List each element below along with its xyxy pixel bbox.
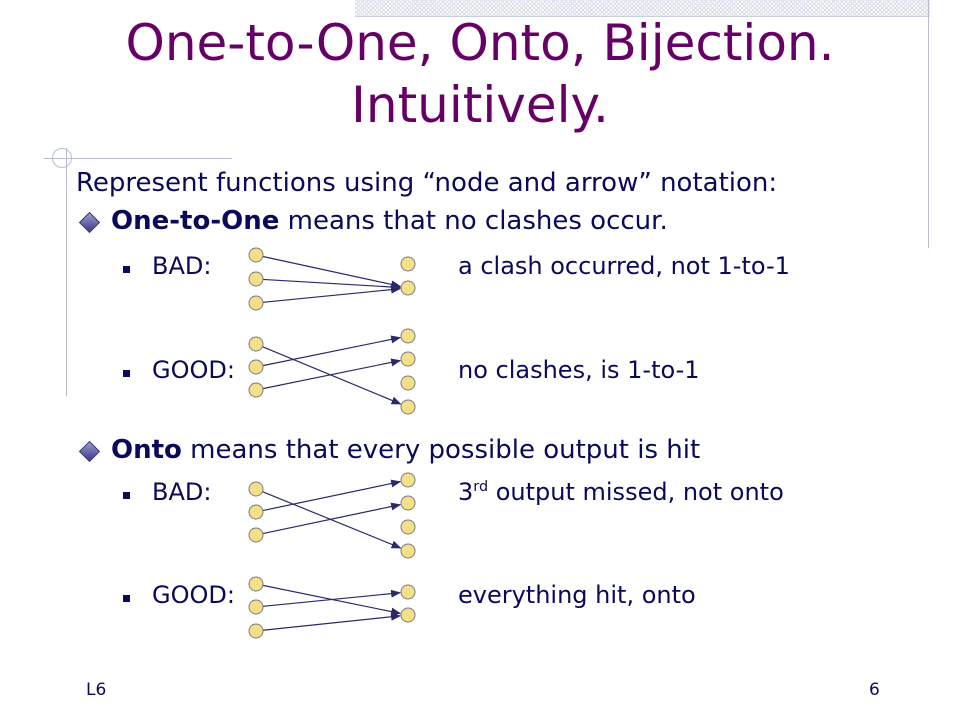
domain-node [248,623,264,639]
caption-ordinal: 3 [458,478,474,506]
domain-node [248,576,264,592]
onto-term: Onto [111,435,182,465]
onto-good-caption: everything hit, onto [458,581,696,609]
codomain-node [400,519,416,535]
one-to-one-bad-label: BAD: [152,252,212,280]
square-bullet-icon [123,370,130,377]
codomain-node [400,472,416,488]
codomain-node [400,495,416,511]
one-to-one-good-caption: no clashes, is 1-to-1 [458,356,700,384]
domain-node [248,271,264,287]
slide-number: 6 [869,680,880,700]
header-decoration [355,0,930,17]
decorative-line [44,158,232,159]
mapping-arrow [262,285,402,303]
caption-ordinal-suffix: rd [473,479,489,495]
onto-bad-diagram [248,472,416,559]
codomain-node [400,607,416,623]
domain-node [248,382,264,398]
mapping-arrow [262,358,402,390]
caption-text: output missed, not onto [488,478,784,506]
domain-node [248,527,264,543]
codomain-node [400,351,416,367]
onto-bad-caption: 3rd output missed, not onto [458,478,784,506]
one-to-one-heading: One-to-One means that no clashes occur. [111,206,668,236]
domain-node [248,599,264,615]
one-to-one-good-diagram [248,328,416,415]
slide-title: One-to-One, Onto, Bijection. Intuitively… [40,12,920,136]
codomain-node [400,280,416,296]
domain-node [248,504,264,520]
footer-lecture-label: L6 [86,680,107,700]
codomain-node [400,399,416,415]
one-to-one-bad-diagram [248,247,416,311]
domain-node [248,481,264,497]
decorative-line [66,148,67,396]
codomain-node [400,584,416,600]
title-line-2: Intuitively. [351,76,609,134]
onto-description: means that every possible output is hit [181,435,701,465]
square-bullet-icon [123,492,130,499]
codomain-node [400,328,416,344]
mapping-arrow [262,589,402,607]
decorative-circle [52,148,72,168]
codomain-node [400,543,416,559]
onto-heading: Onto means that every possible output is… [111,435,700,465]
one-to-one-good-label: GOOD: [152,356,235,384]
onto-bad-label: BAD: [152,478,212,506]
mapping-arrow [262,335,402,367]
title-line-1: One-to-One, Onto, Bijection. [125,14,835,72]
mapping-arrow [262,502,402,535]
square-bullet-icon [123,266,130,273]
mapping-arrow [262,491,402,549]
domain-node [248,295,264,311]
mapping-arrow [262,255,402,289]
onto-good-diagram [248,576,416,639]
one-to-one-description: means that no clashes occur. [279,206,668,236]
mapping-arrow [262,612,402,631]
codomain-node [400,375,416,391]
one-to-one-bad-caption: a clash occurred, not 1-to-1 [458,252,790,280]
mapping-arrow [262,278,402,291]
mapping-arrow [262,479,402,512]
codomain-node [400,256,416,272]
domain-node [248,336,264,352]
onto-good-label: GOOD: [152,581,235,609]
intro-text: Represent functions using “node and arro… [76,168,778,198]
one-to-one-term: One-to-One [111,206,280,236]
mapping-arrow [262,346,402,405]
domain-node [248,247,264,263]
domain-node [248,359,264,375]
decorative-line [928,0,929,248]
square-bullet-icon [123,595,130,602]
